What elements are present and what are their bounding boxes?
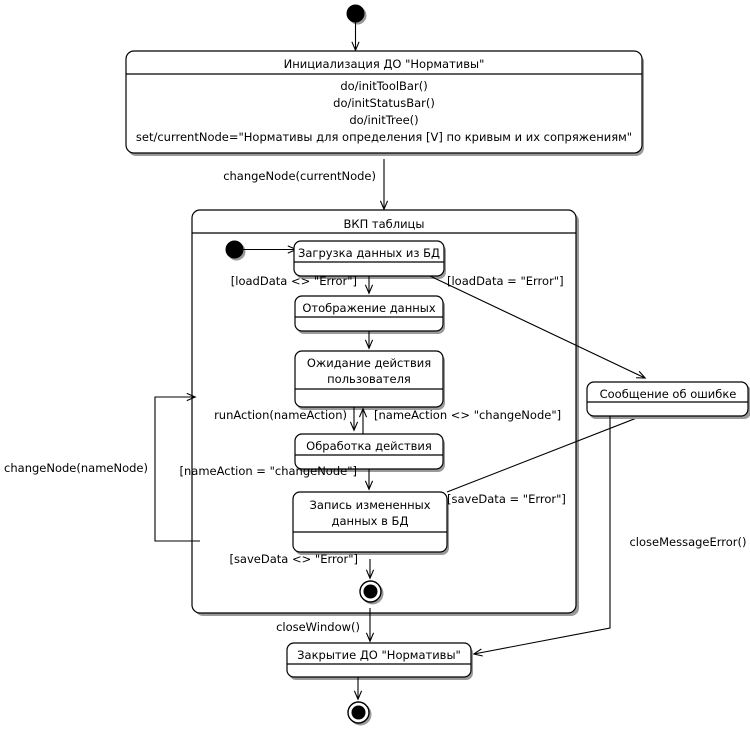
transition-label-saveData-error: [saveData = "Error"] xyxy=(447,492,566,506)
state-close-do-name: Закрытие ДО "Нормативы" xyxy=(297,648,461,662)
transition-savedata-to-errormessage: [saveData = "Error"] xyxy=(446,412,652,506)
final-node-substate xyxy=(359,580,384,605)
composite-state-name: ВКП таблицы xyxy=(344,217,425,231)
state-initialization-action-0: do/initToolBar() xyxy=(340,79,427,93)
state-error-message-name: Сообщение об ошибке xyxy=(600,387,737,401)
composite-state-vkp-tablicy[interactable]: ВКП таблицы xyxy=(191,209,579,616)
transition-label-closeMessageError: closeMessageError() xyxy=(629,535,746,549)
state-load-data[interactable]: Загрузка данных из БД xyxy=(293,240,446,279)
state-process-action-name: Обработка действия xyxy=(306,439,432,453)
state-save-data-line2: данных в БД xyxy=(332,514,409,528)
state-initialization-action-2: do/initTree() xyxy=(349,113,418,127)
transition-errormessage-to-closedo: closeMessageError() xyxy=(474,416,747,654)
final-node xyxy=(347,701,372,726)
state-load-data-name: Загрузка данных из БД xyxy=(298,246,440,260)
transition-label-nameAction-changeNode: [nameAction = "changeNode"] xyxy=(180,464,357,478)
state-close-do[interactable]: Закрытие ДО "Нормативы" xyxy=(286,642,473,680)
transition-label-closeWindow: closeWindow() xyxy=(276,620,360,634)
state-show-data-name: Отображение данных xyxy=(302,301,436,315)
transition-processaction-to-waituser: [nameAction <> "changeNode"] xyxy=(363,408,561,434)
state-initialization-name: Инициализация ДО "Нормативы" xyxy=(284,57,485,71)
transition-savedata-to-subfinal: [saveData <> "Error"] xyxy=(229,552,370,578)
transition-composite-to-closedo: closeWindow() xyxy=(276,608,370,641)
state-initialization-action-3: set/currentNode="Нормативы для определен… xyxy=(136,130,632,144)
state-initialization-action-1: do/initStatusBar() xyxy=(333,96,435,110)
transition-processaction-to-savedata: [nameAction = "changeNode"] xyxy=(180,464,369,489)
transition-label-nameAction-not-changeNode: [nameAction <> "changeNode"] xyxy=(374,408,561,422)
transition-loaddata-to-showdata: [loadData <> "Error"] xyxy=(231,274,369,293)
state-error-message[interactable]: Сообщение об ошибке xyxy=(586,381,750,419)
transition-label-saveData-not-error: [saveData <> "Error"] xyxy=(229,552,358,566)
state-wait-user-action[interactable]: Ожидание действия пользователя xyxy=(294,350,445,410)
state-wait-user-line2: пользователя xyxy=(327,372,411,386)
transition-loaddata-to-errormessage: [loadData = "Error"] xyxy=(429,274,645,378)
initial-node-substate-start xyxy=(225,240,246,261)
transition-label-loadData-error: [loadData = "Error"] xyxy=(447,274,564,288)
transition-label-loadData-not-error: [loadData <> "Error"] xyxy=(231,274,357,288)
state-process-action[interactable]: Обработка действия xyxy=(294,433,445,472)
state-save-data[interactable]: Запись измененных данных в БД xyxy=(292,491,449,555)
state-initialization[interactable]: Инициализация ДО "Нормативы" do/initTool… xyxy=(125,50,644,156)
state-save-data-line1: Запись измененных xyxy=(309,498,430,512)
transition-waituser-to-processaction: runAction(nameAction) xyxy=(214,407,354,430)
transition-initialization-to-composite: changeNode(currentNode) xyxy=(223,159,384,209)
transition-label-changeNode-nameNode: changeNode(nameNode) xyxy=(4,461,148,475)
state-wait-user-line1: Ожидание действия xyxy=(307,356,431,370)
state-show-data[interactable]: Отображение данных xyxy=(294,295,445,334)
initial-node-start xyxy=(346,4,367,25)
transition-label-runAction: runAction(nameAction) xyxy=(214,408,347,422)
transition-label-changeNode-currentNode: changeNode(currentNode) xyxy=(223,169,376,183)
transition-changeNode-nameNode-loop: changeNode(nameNode) xyxy=(4,397,200,542)
